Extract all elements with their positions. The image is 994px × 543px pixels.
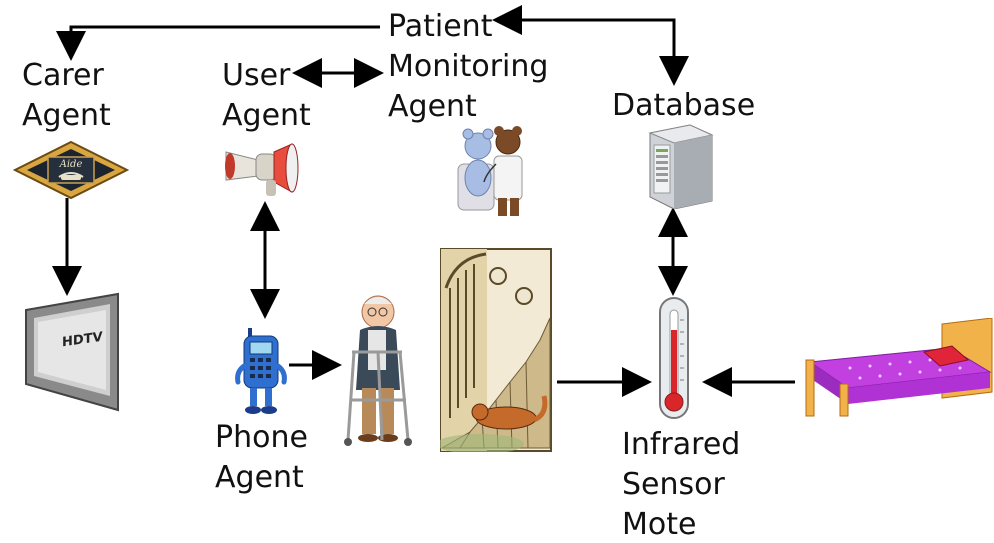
label-line: Monitoring	[388, 49, 549, 84]
label-patient-monitoring-agent: Patient Monitoring Agent	[388, 7, 548, 127]
user-agent-icon	[225, 143, 299, 196]
tv-text: HDTV	[62, 330, 103, 351]
arrow-monitoring-database	[492, 5, 689, 86]
database-server-icon	[648, 124, 714, 209]
label-line: Carer	[22, 58, 104, 93]
carer-sign-icon: Aide	[13, 140, 129, 200]
label-line: Agent	[22, 98, 111, 133]
label-line: Phone	[215, 420, 308, 455]
arrow-monitoring-to-carer	[56, 25, 380, 61]
label-carer-agent: Carer Agent	[22, 56, 111, 136]
label-line: Infrared	[622, 427, 741, 462]
label-line: Agent	[215, 460, 304, 495]
label-phone-agent: Phone Agent	[215, 418, 308, 498]
label-infrared-sensor-mote: Infrared Sensor Mote	[622, 425, 740, 543]
label-line: Agent	[222, 98, 311, 133]
elderly-walker-icon	[344, 295, 412, 446]
stairs-cat-icon	[440, 248, 552, 452]
label-line: Sensor	[622, 467, 725, 502]
label-line: User	[222, 58, 291, 93]
phone-agent-icon	[235, 328, 287, 414]
bed-icon	[805, 318, 993, 417]
label-line: Mote	[622, 507, 697, 542]
label-user-agent: User Agent	[222, 56, 311, 136]
infrared-sensor-icon	[659, 297, 689, 419]
monitoring-bears-icon	[457, 126, 523, 216]
label-line: Database	[612, 88, 756, 123]
sign-text: Aide	[59, 159, 83, 170]
label-database: Database	[612, 86, 755, 126]
label-line: Patient	[388, 9, 493, 44]
tv-icon: HDTV	[25, 292, 119, 412]
label-line: Agent	[388, 89, 477, 124]
